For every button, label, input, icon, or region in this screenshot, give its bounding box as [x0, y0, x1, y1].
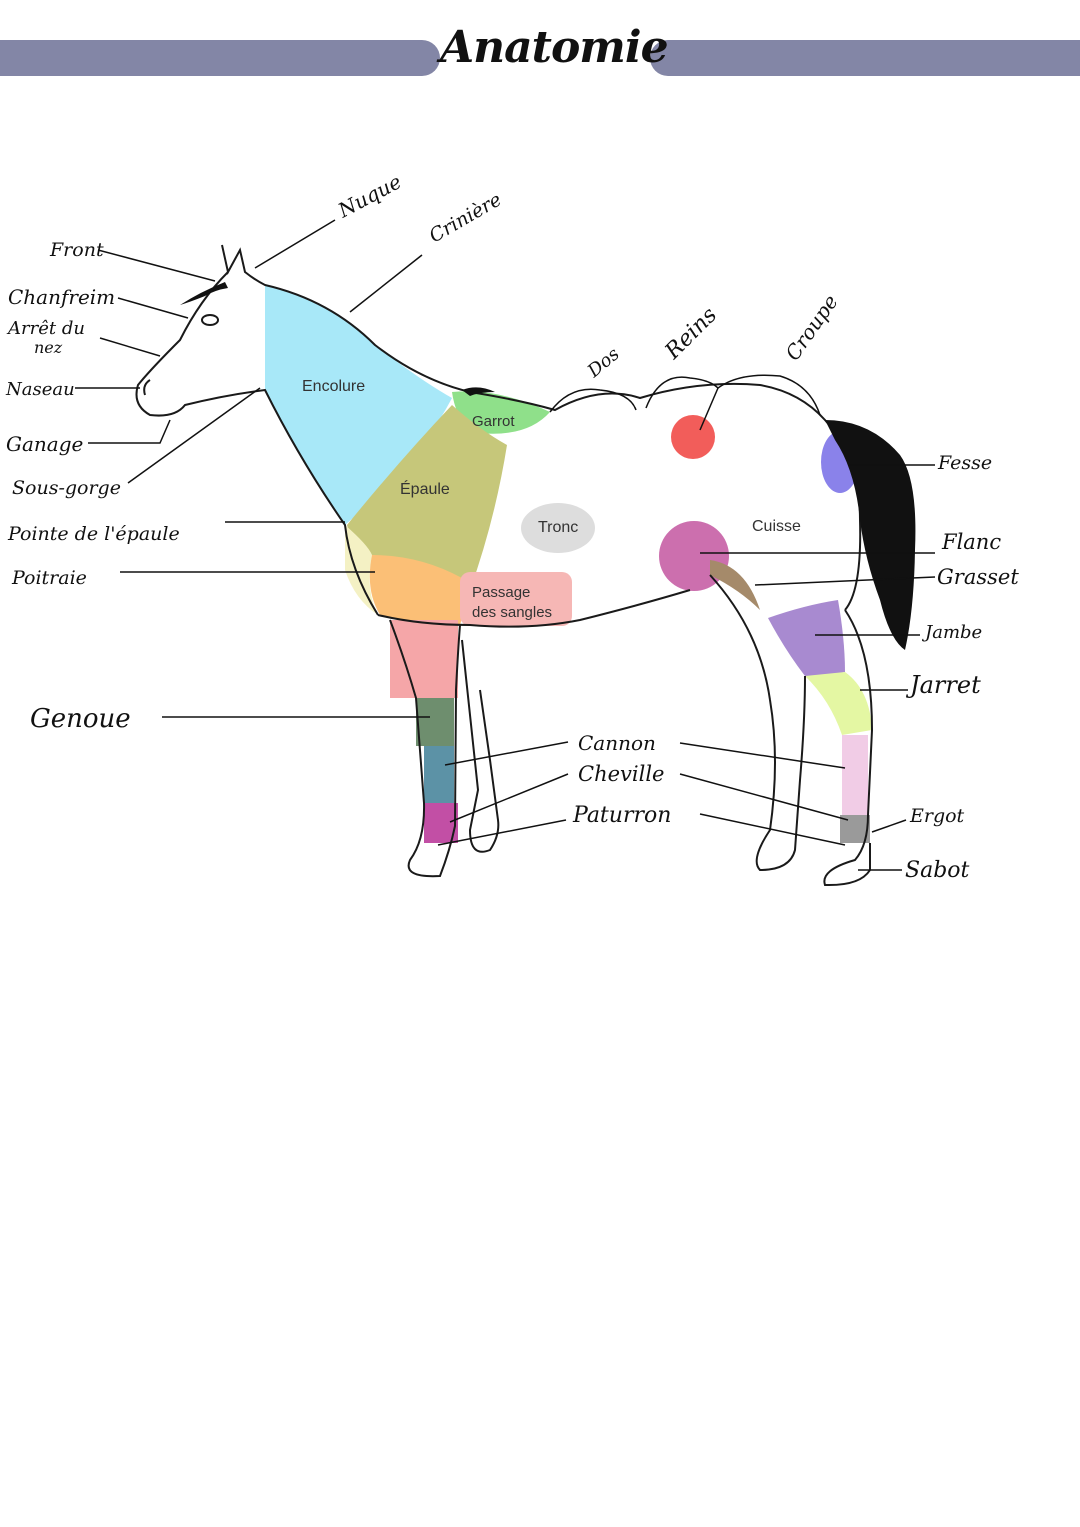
- epaule-region: [347, 405, 507, 590]
- region-labels: Encolure Garrot Épaule Tronc Cuisse Pass…: [302, 378, 801, 621]
- label-flanc: Flanc: [941, 530, 1001, 554]
- label-arret-nez-1: Arrêt du: [6, 318, 85, 339]
- avant-bras-region: [390, 620, 458, 698]
- encolure-label: Encolure: [302, 378, 365, 395]
- jambe-region: [768, 600, 845, 676]
- colored-regions: [265, 285, 872, 843]
- jarret-region: [805, 672, 872, 735]
- label-naseau: Naseau: [5, 379, 75, 400]
- label-ergot: Ergot: [909, 805, 965, 827]
- header-bar-left: [0, 40, 440, 76]
- label-fesse: Fesse: [937, 452, 992, 474]
- label-sabot: Sabot: [905, 858, 970, 883]
- label-nuque: Nuque: [333, 169, 405, 223]
- page-title: Anatomie: [440, 22, 669, 73]
- canon-hind-region: [842, 735, 868, 815]
- label-arret-nez-2: nez: [34, 338, 63, 357]
- passage-label-line1: Passage: [472, 584, 530, 601]
- label-reins: Reins: [660, 303, 722, 365]
- genou-region: [416, 698, 454, 746]
- horse-outline: [135, 244, 874, 887]
- label-criniere: Crinière: [426, 188, 506, 247]
- passage-label-line2: des sangles: [472, 604, 552, 621]
- tronc-label: Tronc: [538, 519, 578, 536]
- tail: [825, 420, 916, 650]
- grasset-region: [659, 521, 729, 591]
- label-front: Front: [49, 239, 104, 261]
- label-chataigne: Cheville: [578, 762, 664, 786]
- label-grasset: Grasset: [937, 565, 1019, 589]
- label-pointe-epaule: Pointe de l'épaule: [7, 523, 180, 545]
- mane: [180, 282, 495, 396]
- canon-front-region: [424, 746, 454, 803]
- cuisse-label: Cuisse: [752, 518, 801, 535]
- passage-region: [460, 572, 572, 626]
- epaule-label: Épaule: [400, 479, 450, 498]
- label-sous-gorge: Sous-gorge: [12, 477, 121, 499]
- label-chanfrein: Chanfreim: [8, 285, 115, 309]
- pointe-epaule-region: [345, 525, 378, 615]
- header-bar-right: [650, 40, 1080, 76]
- label-canon: Cannon: [578, 731, 656, 755]
- garrot-label: Garrot: [472, 413, 515, 430]
- label-dos: Dos: [583, 344, 624, 383]
- label-paturon: Paturron: [572, 803, 671, 828]
- reins-region: [671, 415, 715, 459]
- grasset-fold: [710, 560, 760, 610]
- leader-lines: [75, 219, 936, 871]
- label-jambe: Jambe: [921, 622, 982, 643]
- tronc-region: [521, 503, 595, 553]
- label-genou: Genoue: [30, 704, 131, 734]
- label-croupe: Croupe: [780, 290, 842, 365]
- label-ganache: Ganage: [6, 432, 83, 456]
- poitrail-region: [369, 555, 465, 625]
- label-jarret: Jarret: [905, 671, 981, 699]
- label-poitrail: Poitraie: [11, 567, 87, 589]
